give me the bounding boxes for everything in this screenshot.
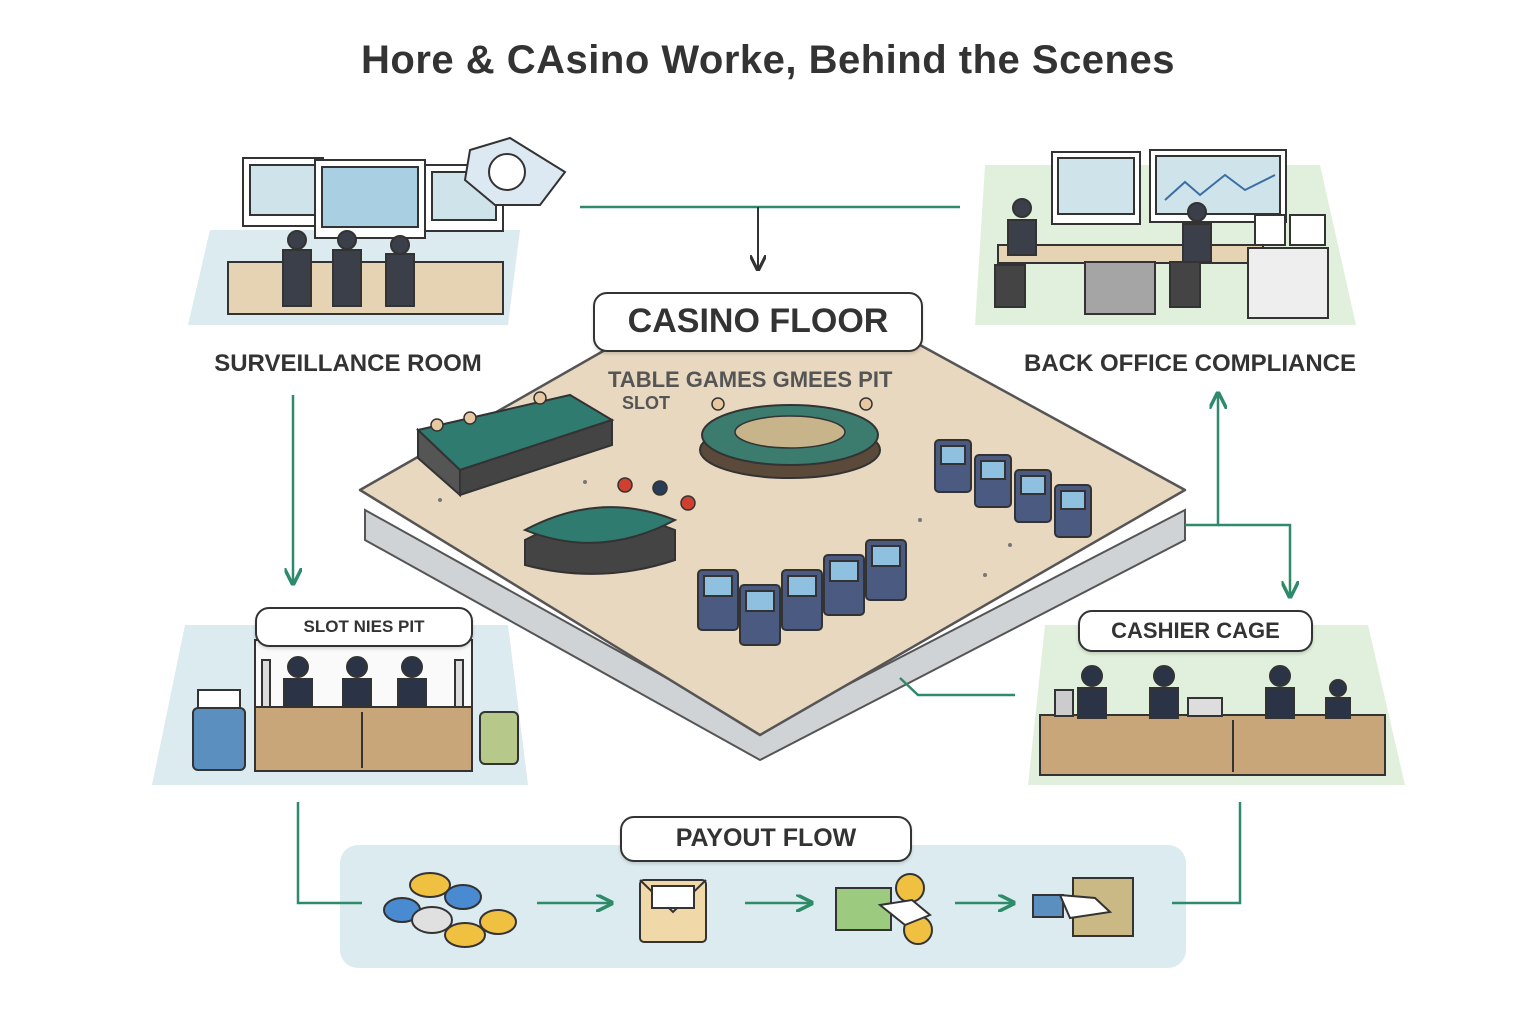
surveillance-room-illustration bbox=[227, 136, 567, 315]
slot-machines-center bbox=[697, 539, 907, 646]
slot-machines-right bbox=[934, 439, 1092, 538]
cash-exchange-icon bbox=[835, 873, 933, 945]
back-office-label: BACK OFFICE COMPLIANCE bbox=[1024, 350, 1356, 377]
connector-arrows bbox=[293, 205, 1290, 903]
back-office-illustration bbox=[994, 149, 1329, 319]
page-title: Hore & CAsino Worke, Behind the Scenes bbox=[361, 38, 1175, 82]
envelope-icon bbox=[639, 879, 707, 943]
table-games-label: TABLE GAMES GMEES PIT bbox=[608, 367, 893, 392]
chips-icon bbox=[383, 872, 517, 948]
surveillance-room-label: SURVEILLANCE ROOM bbox=[214, 350, 482, 377]
payout-flow-label: PAYOUT FLOW bbox=[620, 816, 912, 862]
blackjack-table bbox=[522, 477, 696, 575]
cashier-cage-label: CASHIER CAGE bbox=[1078, 610, 1313, 652]
cashier-cage-illustration bbox=[1039, 665, 1386, 776]
slot-floor-label: SLOT bbox=[622, 393, 670, 413]
table-games-cluster bbox=[415, 391, 615, 498]
handoff-icon bbox=[1032, 877, 1134, 937]
slot-pit-illustration bbox=[192, 639, 519, 772]
casino-floor-label: CASINO FLOOR bbox=[593, 292, 923, 352]
roulette-table bbox=[699, 397, 881, 479]
payout-flow-panel bbox=[340, 845, 1186, 968]
slot-pit-label: SLOT NIES PIT bbox=[255, 607, 473, 647]
